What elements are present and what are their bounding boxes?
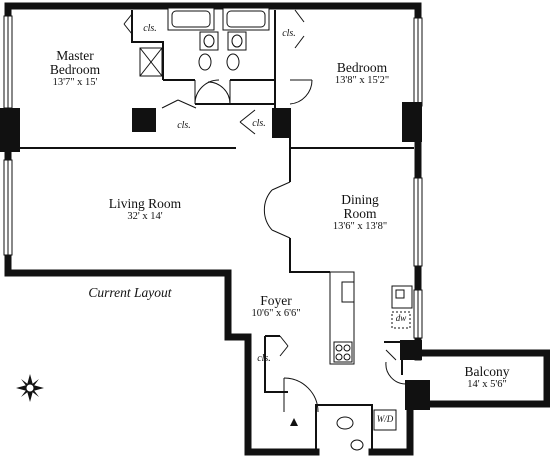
windows (3, 15, 423, 339)
dining-room-dims: 13'6" x 13'8" (332, 221, 388, 233)
master-bedroom-dims: 13'7" x 15' (52, 77, 98, 89)
balcony-name: Balcony (464, 364, 510, 379)
kitchen-fixtures (329, 271, 413, 365)
columns (0, 102, 430, 410)
entry-arrow-icon (290, 418, 298, 426)
closet-label-bedroom: cls. (282, 28, 296, 39)
closet-label-hall: cls. (252, 118, 266, 129)
bedroom-dims: 13'8" x 15'2" (334, 75, 390, 87)
foyer-label: Foyer 10'6" x 6'6" (240, 293, 312, 320)
closet-label-master-lower: cls. (177, 120, 191, 131)
dining-room-label: Dining Room 13'6" x 13'8" (320, 192, 400, 233)
bedroom-label: Bedroom 13'8" x 15'2" (322, 60, 402, 87)
interior-walls (8, 10, 415, 393)
foyer-dims: 10'6" x 6'6" (251, 308, 301, 320)
foyer-name: Foyer (260, 293, 292, 308)
compass-icon (16, 374, 44, 402)
master-bedroom-label: Master Bedroom 13'7" x 15' (40, 48, 110, 89)
doors (123, 9, 407, 413)
bedroom-name: Bedroom (336, 60, 388, 75)
living-room-name: Living Room (108, 196, 182, 211)
living-room-dims: 32' x 14' (127, 211, 163, 223)
washer-dryer-label: W/D (376, 414, 394, 424)
current-layout-caption: Current Layout (88, 285, 172, 300)
balcony-outline (420, 349, 550, 408)
closet-label-foyer: cls. (257, 353, 271, 364)
bath-fixtures (139, 7, 397, 451)
balcony-label: Balcony 14' x 5'6" (447, 364, 527, 391)
living-room-label: Living Room 32' x 14' (95, 196, 195, 223)
dishwasher-label: dw (395, 313, 407, 323)
balcony-dims: 14' x 5'6" (467, 379, 507, 391)
closet-label-master: cls. (143, 23, 157, 34)
master-bedroom-name-2: Bedroom (49, 62, 101, 78)
dining-room-name-1: Dining (341, 192, 379, 207)
dining-room-name-2: Room (343, 206, 377, 222)
master-bedroom-name-1: Master (56, 48, 94, 63)
